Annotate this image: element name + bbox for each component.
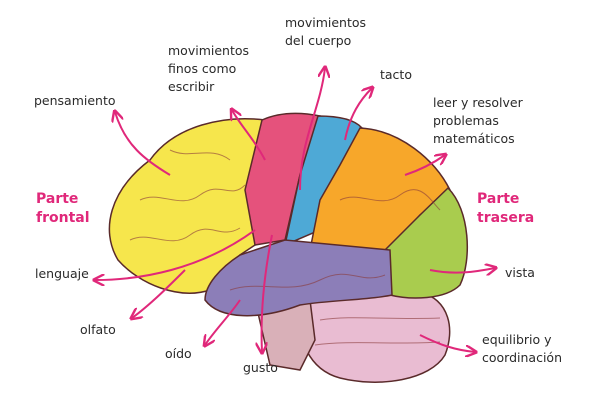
label-gusto: gusto xyxy=(243,360,278,375)
label-oido: oído xyxy=(165,346,192,361)
label-line: equilibrio y xyxy=(482,332,552,347)
label-line: Parte xyxy=(477,191,520,207)
label-line: problemas xyxy=(433,113,499,128)
label-tacto: tacto xyxy=(380,67,412,82)
label-line: Parte xyxy=(36,191,79,207)
label-line: del cuerpo xyxy=(285,33,352,48)
arrow-pensamiento xyxy=(115,112,171,176)
arrow-leer xyxy=(404,155,445,176)
label-parte-trasera: Parte trasera xyxy=(477,190,534,228)
label-movimientos-cuerpo: movimientos del cuerpo xyxy=(285,14,366,50)
arrow-olfato xyxy=(132,269,186,318)
arrow-tacto xyxy=(344,88,372,141)
arrow-oido xyxy=(205,299,241,345)
temporal-lobe xyxy=(204,239,393,317)
arrow-gusto xyxy=(262,234,273,352)
label-line: frontal xyxy=(36,210,90,226)
sensory-cortex xyxy=(283,115,363,247)
label-line: trasera xyxy=(477,210,535,226)
label-movimientos-finos: movimientos finos como escribir xyxy=(168,42,249,96)
label-line: movimientos xyxy=(168,43,250,58)
label-pensamiento: pensamiento xyxy=(34,93,116,108)
label-line: escribir xyxy=(168,79,215,94)
label-leer: leer y resolver problemas matemáticos xyxy=(433,94,523,148)
label-line: coordinación xyxy=(482,350,562,365)
label-parte-frontal: Parte frontal xyxy=(36,190,90,228)
label-equilibrio: equilibrio y coordinación xyxy=(482,331,562,367)
label-line: matemáticos xyxy=(433,131,515,146)
label-vista: vista xyxy=(505,265,535,280)
brain-folds xyxy=(129,149,441,346)
label-line: finos como xyxy=(168,61,237,76)
arrow-lenguaje xyxy=(95,229,256,280)
label-olfato: olfato xyxy=(80,322,116,337)
label-line: leer y resolver xyxy=(433,95,523,110)
label-lenguaje: lenguaje xyxy=(35,266,89,281)
occipital-lobe xyxy=(384,186,468,299)
arrow-vista xyxy=(429,268,495,273)
arrow-equilibrio xyxy=(419,334,475,352)
label-line: movimientos xyxy=(285,15,367,30)
arrow-movimientos-cuerpo xyxy=(299,68,325,191)
arrow-movimientos-finos xyxy=(232,110,266,161)
